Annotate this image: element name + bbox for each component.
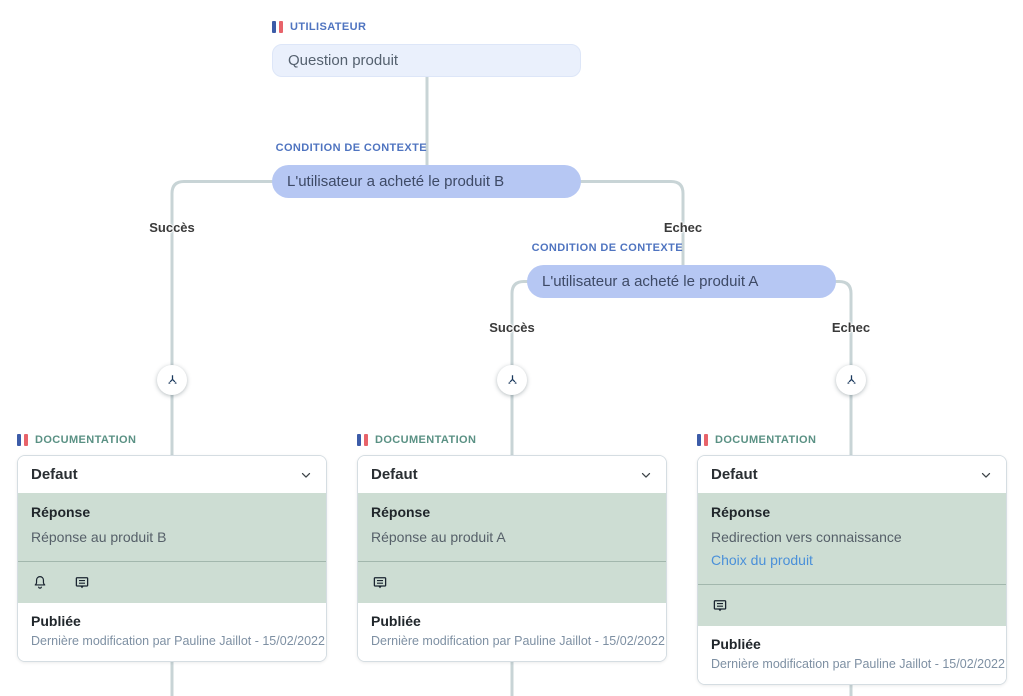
- french-flag-icon: [697, 434, 708, 446]
- user-node-label: UTILISATEUR: [272, 21, 366, 33]
- documentation-card-1: Defaut Réponse Réponse au produit B Publ…: [17, 455, 327, 663]
- documentation-heading-3: DOCUMENTATION: [697, 434, 816, 446]
- card-status-section: Publiée Dernière modification par Paulin…: [698, 626, 1006, 685]
- response-title: Réponse: [711, 504, 771, 520]
- documentation-heading-text: DOCUMENTATION: [715, 434, 817, 446]
- chevron-down-icon: [299, 468, 313, 482]
- documentation-type-select[interactable]: Defaut: [698, 456, 1006, 493]
- documentation-heading-1: DOCUMENTATION: [17, 434, 136, 446]
- card-status-section: Publiée Dernière modification par Paulin…: [358, 603, 666, 662]
- status-label: Publiée: [711, 636, 761, 653]
- response-section: Réponse Réponse au produit B: [18, 493, 326, 562]
- last-modified-text: Dernière modification par Pauline Jaillo…: [31, 634, 325, 649]
- condition-2-node[interactable]: L'utilisateur a acheté le produit A: [527, 265, 836, 298]
- response-section: Réponse Réponse au produit A: [358, 493, 666, 562]
- split-icon: [507, 374, 517, 384]
- chevron-down-icon: [639, 468, 653, 482]
- user-node-label-text: UTILISATEUR: [290, 21, 367, 33]
- condition-2-heading-text: CONDITION DE CONTEXTE: [531, 242, 683, 254]
- response-section: Réponse Redirection vers connaissance Ch…: [698, 493, 1006, 585]
- comment-button[interactable]: [73, 574, 91, 592]
- documentation-type-select[interactable]: Defaut: [358, 456, 666, 493]
- response-text: Redirection vers connaissance: [711, 529, 902, 545]
- bell-icon: [34, 576, 46, 590]
- documentation-card-3: Defaut Réponse Redirection vers connaiss…: [697, 455, 1007, 686]
- documentation-type-select[interactable]: Defaut: [18, 456, 326, 493]
- documentation-heading-text: DOCUMENTATION: [375, 434, 477, 446]
- branch-node-2[interactable]: [497, 365, 527, 395]
- selected-option-label: Defaut: [371, 466, 418, 483]
- condition-1-heading-text: CONDITION DE CONTEXTE: [275, 142, 427, 154]
- chevron-down-icon: [979, 468, 993, 482]
- response-title: Réponse: [31, 504, 91, 520]
- condition-1-text: L'utilisateur a acheté le produit B: [287, 173, 505, 190]
- last-modified-text: Dernière modification par Pauline Jaillo…: [711, 657, 1005, 672]
- comment-button[interactable]: [711, 597, 729, 615]
- branch-label-failure-2: Echec: [831, 320, 871, 335]
- response-text: Réponse au produit A: [371, 529, 506, 545]
- branch-node-1[interactable]: [157, 365, 187, 395]
- response-text: Réponse au produit B: [31, 529, 167, 545]
- comment-icon: [373, 577, 387, 589]
- french-flag-icon: [17, 434, 28, 446]
- condition-1-heading: CONDITION DE CONTEXTE: [276, 142, 427, 154]
- card-status-section: Publiée Dernière modification par Paulin…: [18, 603, 326, 662]
- french-flag-icon: [272, 21, 283, 33]
- user-message-text: Question produit: [288, 52, 399, 69]
- knowledge-link[interactable]: Choix du produit: [711, 552, 813, 569]
- documentation-heading-text: DOCUMENTATION: [35, 434, 137, 446]
- card-actions: [358, 561, 666, 604]
- selected-option-label: Defaut: [31, 466, 78, 483]
- branch-label-success-1: Succès: [149, 220, 195, 235]
- branch-label-failure-1: Echec: [663, 220, 703, 235]
- comment-button[interactable]: [371, 574, 389, 592]
- french-flag-icon: [357, 434, 368, 446]
- branch-label-success-2: Succès: [489, 320, 535, 335]
- split-icon: [846, 374, 856, 384]
- split-icon: [167, 374, 177, 384]
- response-title: Réponse: [371, 504, 431, 520]
- user-message-node[interactable]: Question produit: [272, 44, 581, 77]
- last-modified-text: Dernière modification par Pauline Jaillo…: [371, 634, 665, 649]
- status-label: Publiée: [371, 613, 421, 630]
- documentation-card-2: Defaut Réponse Réponse au produit A Publ…: [357, 455, 667, 663]
- selected-option-label: Defaut: [711, 466, 758, 483]
- documentation-heading-2: DOCUMENTATION: [357, 434, 476, 446]
- card-actions: [698, 584, 1006, 627]
- condition-1-node[interactable]: L'utilisateur a acheté le produit B: [272, 165, 581, 198]
- comment-icon: [75, 577, 89, 589]
- comment-icon: [713, 600, 727, 612]
- bell-button[interactable]: [31, 574, 49, 592]
- status-label: Publiée: [31, 613, 81, 630]
- card-actions: [18, 561, 326, 604]
- condition-2-heading: CONDITION DE CONTEXTE: [532, 242, 683, 254]
- condition-2-text: L'utilisateur a acheté le produit A: [542, 273, 759, 290]
- branch-node-3[interactable]: [836, 365, 866, 395]
